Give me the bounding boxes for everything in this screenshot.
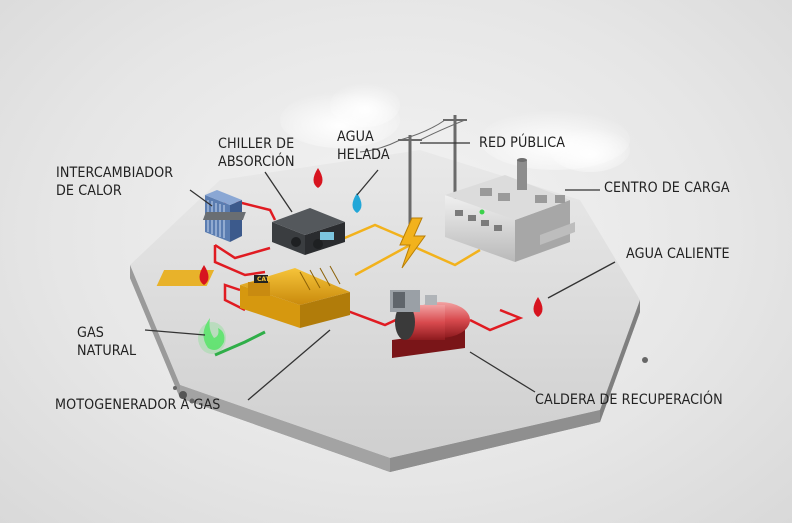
load-center-building	[445, 158, 575, 262]
label-intercambiador-line2: DE CALOR	[56, 183, 122, 199]
label-gas-natural-line2: NATURAL	[77, 343, 137, 359]
recovery-boiler	[390, 290, 470, 358]
engine-badge: CAT	[257, 276, 271, 283]
label-caldera: CALDERA DE RECUPERACIÓN	[535, 392, 723, 408]
label-gas-natural-line1: GAS	[77, 325, 104, 341]
label-agua-caliente: AGUA CALIENTE	[626, 246, 730, 262]
lightning-bolt-icon	[399, 217, 426, 269]
label-chiller-line2: ABSORCIÓN	[218, 154, 295, 170]
hot-water-pipes	[213, 198, 524, 332]
gas-flame-icon	[198, 318, 226, 354]
label-motogenerador: MOTOGENERADOR A GAS	[55, 397, 221, 413]
water-drop-icon	[199, 168, 543, 317]
gas-engine-generator: CAT	[156, 265, 350, 328]
label-intercambiador-line1: INTERCAMBIADOR	[56, 165, 174, 181]
label-centro-de-carga: CENTRO DE CARGA	[604, 180, 730, 196]
gas-pipe	[214, 330, 266, 357]
label-agua-helada-line2: HELADA	[337, 147, 390, 163]
label-chiller-line1: CHILLER DE	[218, 136, 295, 152]
label-red-publica: RED PÚBLICA	[479, 135, 566, 151]
label-agua-helada-line1: AGUA	[337, 129, 374, 145]
power-pole	[359, 115, 467, 225]
leader-lines	[144, 142, 616, 401]
absorption-chiller	[202, 208, 345, 255]
